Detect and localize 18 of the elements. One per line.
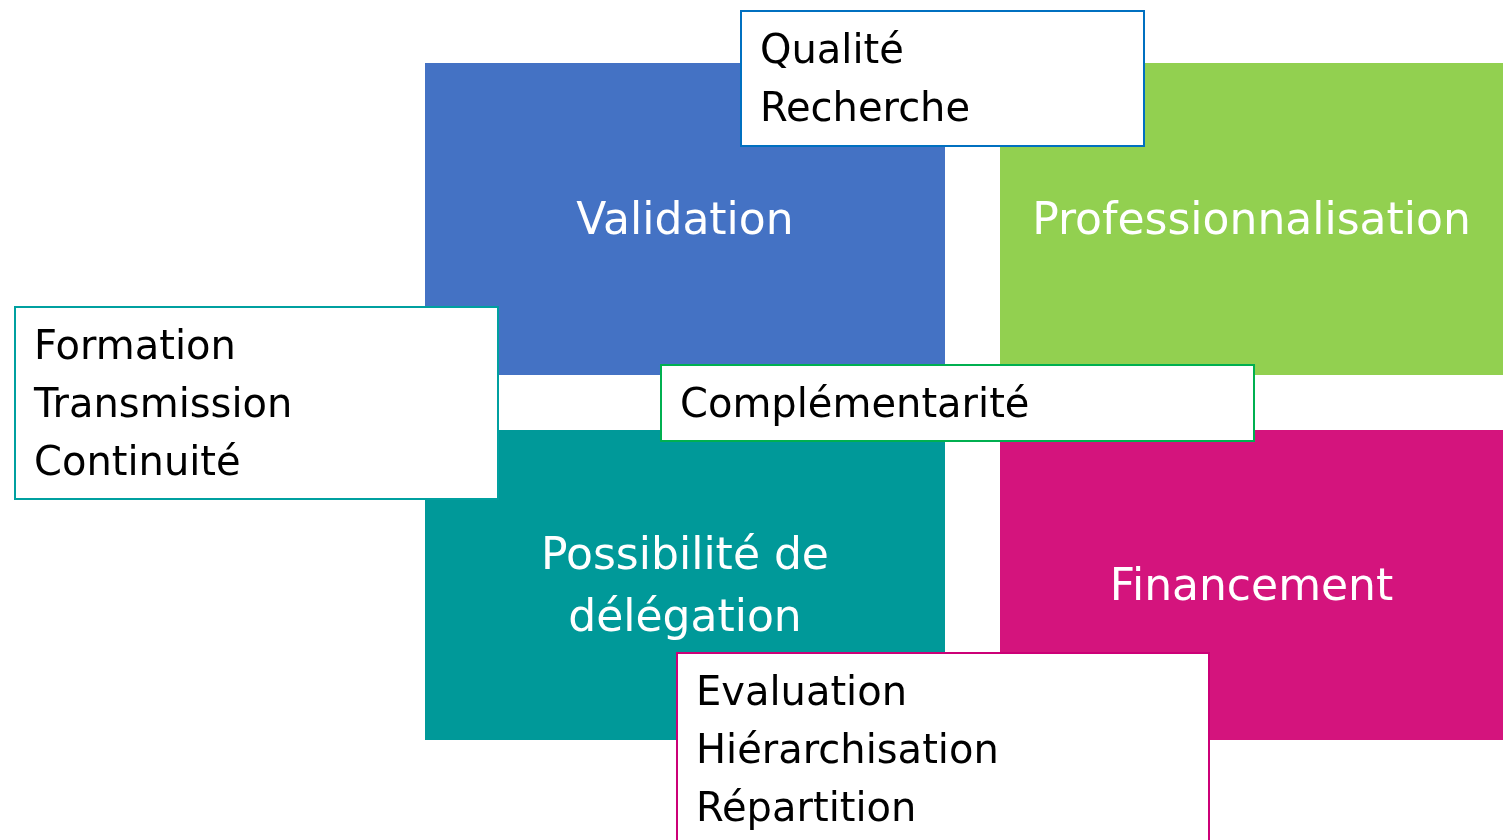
callout-text: Qualité bbox=[760, 25, 904, 74]
tile-label: Financement bbox=[1109, 558, 1394, 612]
tile-label: Validation bbox=[576, 192, 794, 246]
callout-tooltip bbox=[660, 364, 1255, 442]
callout-text: Hiérarchisation bbox=[696, 725, 999, 774]
colored-tile bbox=[1000, 63, 1503, 375]
callout-text: Evaluation bbox=[696, 667, 908, 716]
callout-text: Continuité bbox=[34, 437, 241, 486]
callout-tooltip bbox=[676, 652, 1210, 840]
callout-text: Recherche bbox=[760, 83, 971, 132]
callout-tooltip bbox=[740, 10, 1145, 147]
callout-tooltip bbox=[14, 306, 499, 500]
callout-text: Formation bbox=[34, 321, 236, 370]
callout-text: Complémentarité bbox=[680, 379, 1030, 428]
tile-label: Professionnalisation bbox=[1032, 192, 1471, 246]
callout-text: Transmission bbox=[34, 379, 293, 428]
tile-label: Possibilité de délégation bbox=[540, 527, 830, 643]
callout-text: Répartition bbox=[696, 783, 917, 832]
